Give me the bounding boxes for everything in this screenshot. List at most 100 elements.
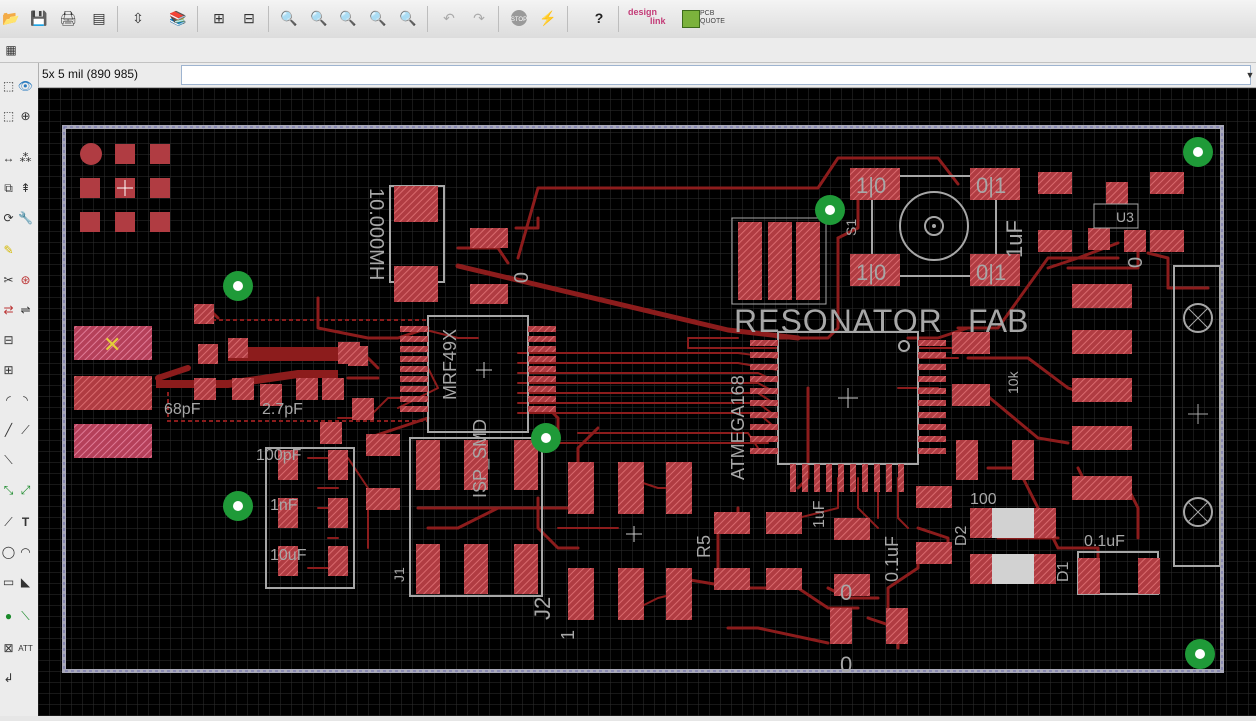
cap-1uf-label: 1uF [1002,220,1027,258]
smd-pad [916,542,952,564]
rf-pad [74,376,152,410]
drc-icon[interactable]: ⊞ [213,9,225,26]
paste-tool-icon[interactable]: ✎ [3,243,14,257]
arc-tool-icon[interactable]: ◠ [20,545,31,559]
save-icon[interactable]: 💾 [30,9,48,26]
pcbquote-button[interactable]: PCB QUOTE [700,10,725,26]
switch-pad [970,254,1020,286]
erc-icon[interactable]: ⊟ [243,9,255,26]
move-tool-icon[interactable]: ↔ [2,151,15,165]
zoom-redraw-icon[interactable]: 🔍 [369,9,387,26]
zoom-select-icon[interactable]: 🔍 [399,9,417,26]
smd-pad [470,284,508,304]
switch-ring [899,191,969,261]
route-tool-icon[interactable]: ╱ [4,423,13,437]
open-icon[interactable]: 📂 [2,9,20,26]
crystal-label: 10.000MH [365,188,387,280]
delete-tool-icon[interactable]: ✂ [3,273,14,287]
wire-tool-icon[interactable]: ⟍ [4,452,13,467]
command-history-chevron-down-icon[interactable]: ▼ [1245,70,1255,80]
cap-2p7pf-label: 2.7pF [262,401,303,418]
text-tool-icon[interactable]: T [21,515,30,529]
ratsnest-tool-icon[interactable]: ⊠ [3,641,14,655]
smd-pad [1138,558,1160,594]
grid-icon[interactable]: ▦ [5,43,17,57]
board-outline-dashed [63,126,1223,672]
cap-10uf-label: 10uF [270,547,307,564]
hole-tool-icon[interactable]: ● [4,609,13,623]
pcbquote-text: PCB [700,10,715,17]
line-tool-icon[interactable]: ⟋ [4,514,13,529]
mark-tool-icon[interactable]: ⊕ [20,109,31,123]
zoom-out-icon[interactable]: 🔍 [339,9,357,26]
resonator-label: RESONATOR [734,303,943,339]
change-tool-icon[interactable]: 🔧 [18,211,33,225]
rotate-tool-icon[interactable]: ⟳ [3,211,14,225]
svg-text:STOP: STOP [511,17,527,23]
command-input[interactable] [181,65,1251,85]
undo-icon[interactable]: ↶ [443,9,455,26]
resistor-0-label: 0 [509,272,531,283]
circle-tool-icon[interactable]: ◯ [1,545,16,559]
group-tool-icon[interactable]: ⁂ [19,151,32,165]
redo-icon[interactable]: ↷ [473,9,485,26]
resistor-10k-label: 10k [1005,370,1021,394]
isp-header-outline [409,437,543,597]
help-icon[interactable]: ? [594,10,604,26]
pcbquote-icon [682,10,700,28]
smd-pad [150,212,170,232]
switch-pad [970,168,1020,200]
smd-pad [150,178,170,198]
cap-array-pads [278,450,348,576]
smd-pad [115,212,135,232]
mrf49x-pins [400,326,556,412]
optimize-tool-icon[interactable]: ⇌ [20,303,31,317]
signal-tool-icon[interactable]: ⤡ [3,482,14,497]
resonator-pad [738,222,762,300]
resonator-pad [796,222,820,300]
dimension-tool-icon[interactable]: ↲ [3,671,14,685]
rect-tool-icon[interactable]: ▭ [2,575,15,589]
switch-pad-label: 1|0 [856,173,886,198]
lock-tool-icon[interactable]: ⊞ [3,363,14,377]
library-icon[interactable]: 📚 [169,9,187,26]
isp-origin-cross [626,526,642,542]
mrf-origin-cross [476,362,492,378]
info-tool-icon[interactable]: ⬚ [2,79,15,93]
print-icon[interactable]: 🖨 [59,9,77,26]
replace-tool-icon[interactable]: ⇄ [3,303,14,317]
show-eye-icon[interactable]: 👁 [17,79,34,93]
mirror-tool-icon[interactable]: ⇞ [20,181,31,195]
designlink-subtext: link [650,16,666,26]
board-canvas[interactable]: ✕ 10.000MH 0 MRF49X 68pF 2.7p [38,88,1256,716]
script-icon[interactable]: ⇳ [132,9,144,26]
attribute-tool-icon[interactable]: ATT [18,643,33,653]
stop-icon[interactable]: STOP [508,7,530,29]
zoom-fit-icon[interactable]: 🔍 [280,9,298,26]
auto-tool-icon[interactable]: ⟍ [21,608,30,623]
designlink-button[interactable]: design link [628,8,672,30]
board-drawing[interactable]: ✕ 10.000MH 0 MRF49X 68pF 2.7p [38,88,1256,716]
split-tool-icon[interactable]: ⊟ [3,333,14,347]
via-tool-icon[interactable]: ⤢ [20,482,31,497]
fiducial-round-pad [80,143,102,165]
display-tool-icon[interactable]: ⬚ [2,109,15,123]
connector-outline [1173,265,1221,567]
go-icon[interactable]: ⚡ [539,9,557,26]
ripup-tool-icon[interactable]: ⟋ [21,422,30,437]
smd-pad [952,384,990,406]
arc-left-tool-icon[interactable]: ◜ [6,393,11,407]
smd-pad [956,440,978,480]
cap-68pf-label: 68pF [164,401,201,418]
smd-pad [470,228,508,248]
gnd-pad [74,424,152,458]
resistor-0-bottom-label-2: 0 [840,652,852,677]
resonator-outline [731,217,827,305]
zoom-in-icon[interactable]: 🔍 [310,9,328,26]
smd-pad [1078,558,1100,594]
polygon-tool-icon[interactable]: ◣ [20,575,31,589]
miter-tool-icon[interactable]: ◝ [23,393,28,407]
cam-icon[interactable]: ▤ [92,9,106,26]
add-tool-icon[interactable]: ⊛ [20,273,31,287]
copy-tool-icon[interactable]: ⧉ [4,180,13,195]
